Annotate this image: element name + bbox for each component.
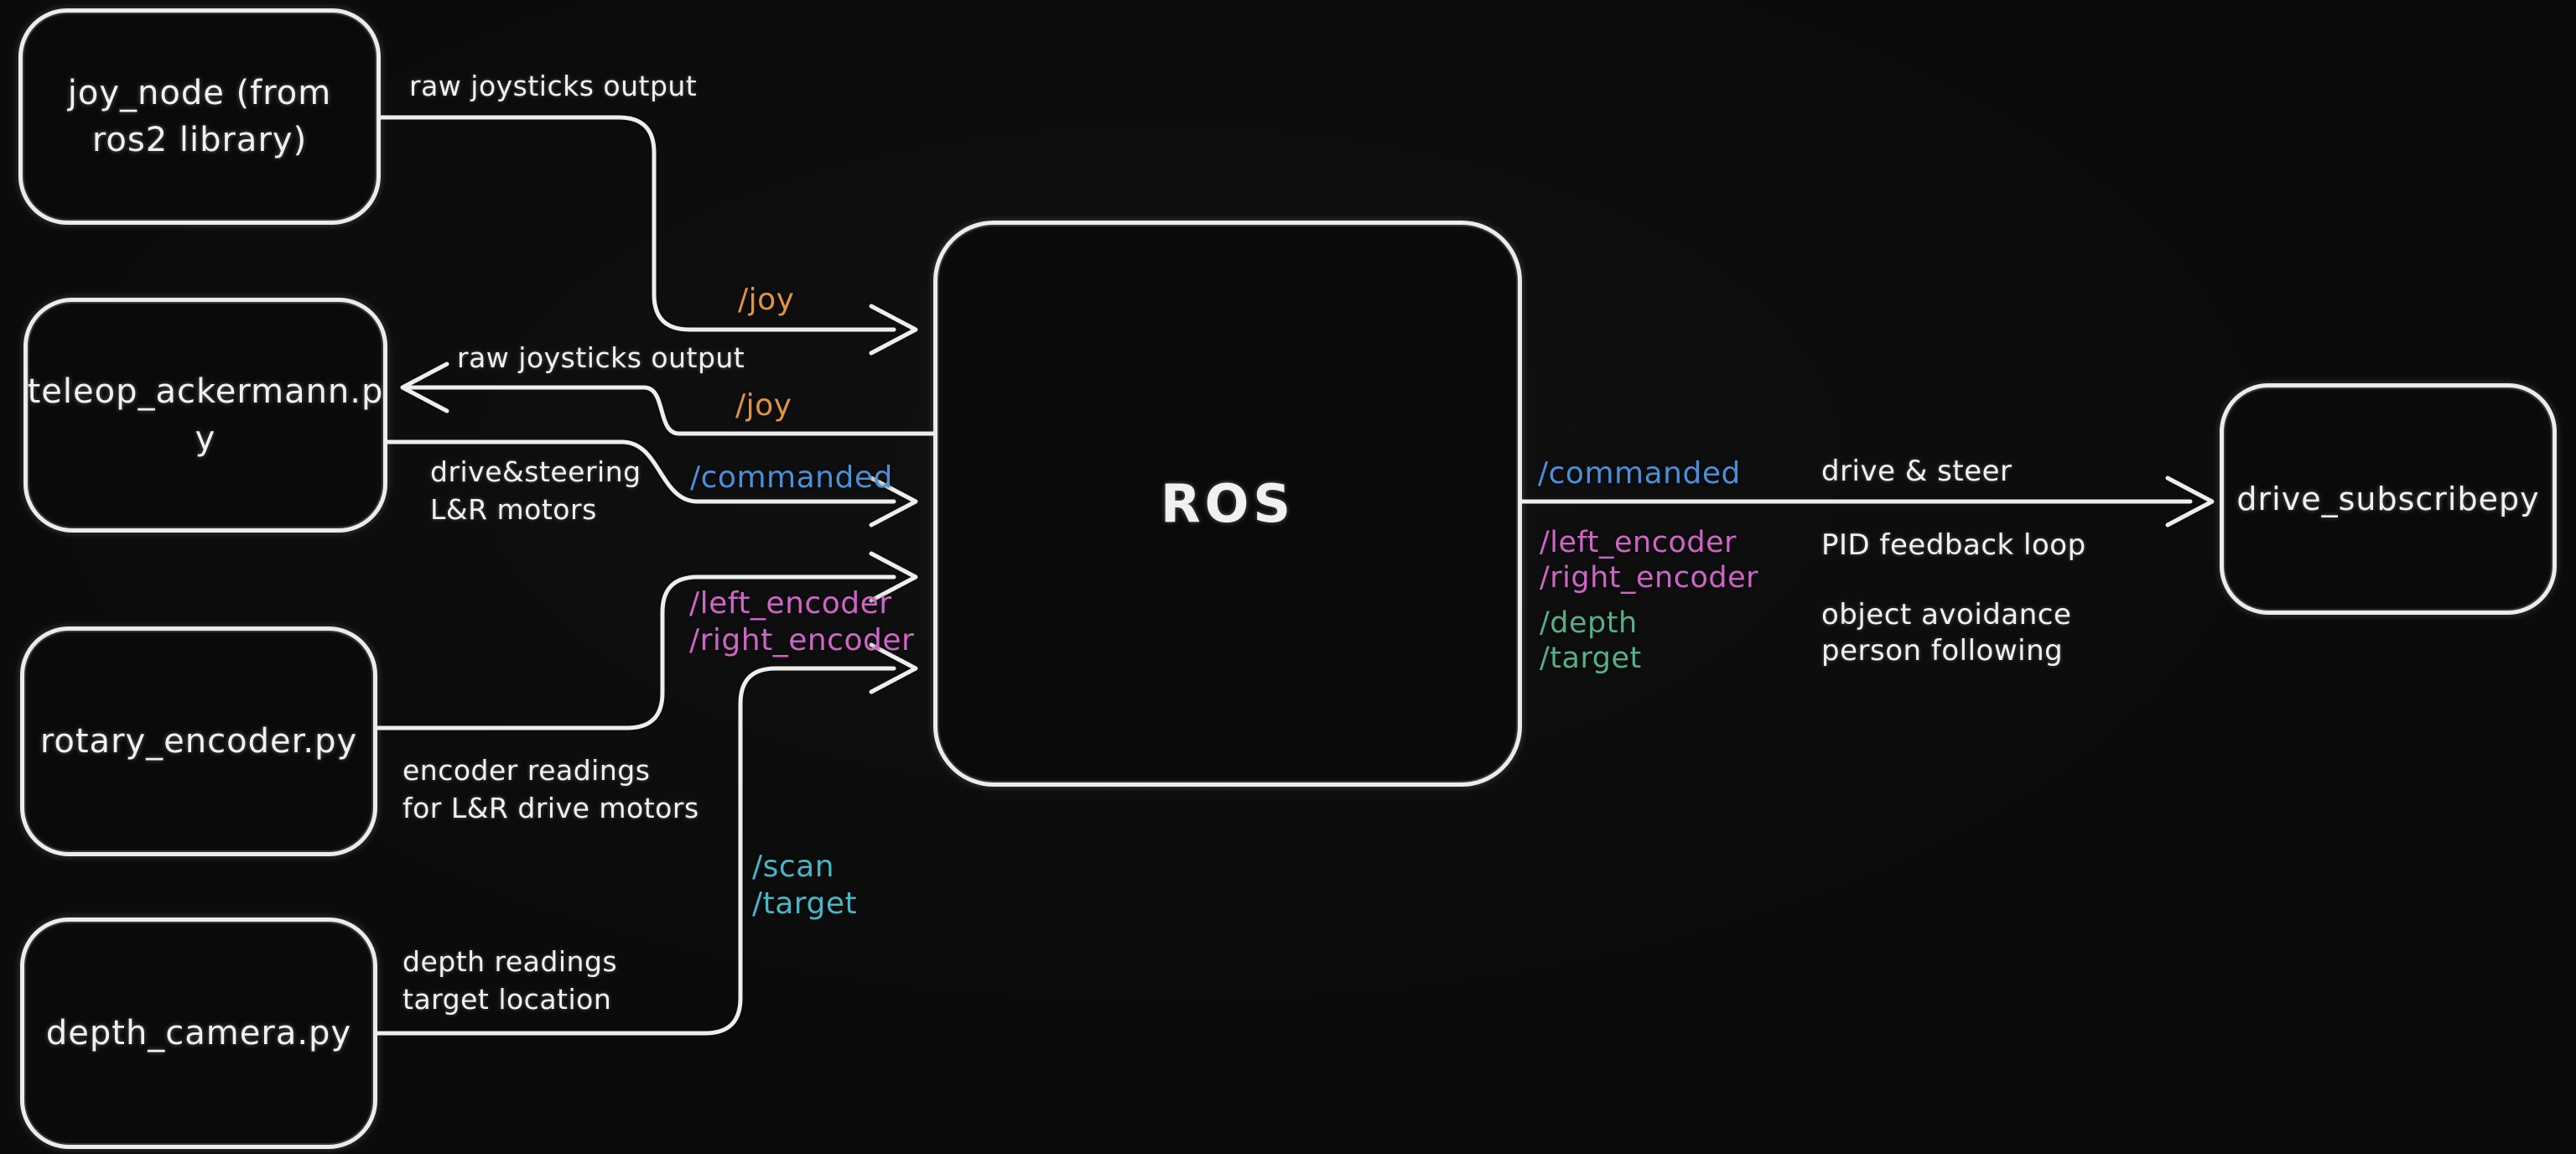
edge-label-target-location: target location — [402, 983, 612, 1016]
node-rotary-label: rotary_encoder.py — [39, 722, 358, 761]
edge-teleop-to-ros-arrowhead — [869, 476, 918, 528]
edge-ros-to-teleop-arrowhead — [400, 361, 449, 413]
edge-label-object-avoidance-line1: object avoidance — [1821, 598, 2072, 632]
edge-label-drive-steering: drive&steering — [430, 455, 641, 488]
topic-label-right-encoder: /right_encoder — [689, 623, 915, 658]
topic-label-joy-1: /joy — [738, 283, 795, 317]
edge-ros-to-teleop-path — [403, 385, 936, 436]
edge-label-encoder-readings-line2: for L&R drive motors — [402, 792, 699, 824]
edge-label-object-avoidance: object avoidance person following — [1821, 597, 2071, 669]
node-teleop-label: teleop_ackermann.p y — [28, 368, 384, 462]
topic-label-encoders-left: /left_encoder /right_encoder — [689, 585, 914, 659]
topic-label-target-right: /target — [1540, 642, 1642, 675]
topic-label-depth-target: /depth /target — [1540, 606, 1642, 676]
node-drive-subscriber-label: drive_subscribepy — [2236, 481, 2540, 517]
edge-label-drive-and-steer: drive & steer — [1821, 455, 2012, 488]
topic-label-depth: /depth — [1540, 606, 1638, 640]
topic-label-commanded-right: /commanded — [1538, 456, 1741, 491]
edge-label-encoder-readings-line1: encoder readings — [402, 754, 651, 787]
edge-ros-to-drive-arrowhead — [2165, 476, 2215, 528]
edge-label-raw-joysticks-output-mid: raw joysticks output — [457, 341, 745, 374]
topic-label-target-left: /target — [752, 886, 858, 921]
node-joy-node-label-line2: ros2 library) — [91, 121, 308, 159]
node-drive-subscriber: drive_subscribepy — [2220, 383, 2557, 615]
edge-label-person-following: person following — [1821, 634, 2064, 668]
topic-label-scan-target: /scan /target — [752, 849, 857, 923]
edge-joy-to-ros-arrowhead — [869, 304, 918, 356]
edge-joy-to-ros-path — [377, 115, 896, 332]
edge-label-raw-joysticks-output-top: raw joysticks output — [409, 70, 698, 102]
node-ros: ROS — [933, 221, 1522, 787]
edge-depth-to-ros-path — [375, 666, 896, 1036]
node-rotary-encoder: rotary_encoder.py — [20, 626, 377, 856]
node-joy-node-label-line1: joy_node (from — [67, 74, 332, 112]
topic-label-right-encoder-right: /right_encoder — [1540, 561, 1759, 595]
edge-label-encoder-readings: encoder readings for L&R drive motors — [402, 751, 699, 827]
topic-label-encoders-right: /left_encoder /right_encoder — [1540, 525, 1758, 595]
node-teleop-ackermann: teleop_ackermann.p y — [23, 298, 387, 533]
edge-label-depth-readings: depth readings target location — [402, 943, 617, 1018]
edge-label-drive-steering-motors: drive&steering L&R motors — [430, 453, 641, 528]
edge-rotary-to-ros-path — [375, 574, 896, 730]
node-ros-label: ROS — [1160, 472, 1296, 534]
node-teleop-label-line2: y — [195, 419, 216, 458]
node-depth-camera: depth_camera.py — [20, 917, 377, 1149]
edge-rotary-to-ros-arrowhead — [869, 551, 918, 603]
edge-teleop-to-ros-path — [385, 439, 896, 504]
node-joy-node-label: joy_node (from ros2 library) — [68, 70, 332, 164]
topic-label-left-encoder: /left_encoder — [689, 586, 892, 621]
topic-label-left-encoder-right: /left_encoder — [1540, 526, 1737, 559]
node-teleop-label-line1: teleop_ackermann.p — [27, 372, 384, 411]
topic-label-joy-2: /joy — [735, 388, 792, 423]
edge-label-pid-feedback-loop: PID feedback loop — [1821, 528, 2086, 562]
edge-label-lr-motors: L&R motors — [430, 493, 597, 526]
edge-label-depth-readings-line1: depth readings — [402, 945, 618, 978]
node-joy-node: joy_node (from ros2 library) — [18, 8, 381, 225]
topic-label-commanded-left: /commanded — [690, 460, 893, 495]
topic-label-scan: /scan — [752, 850, 835, 884]
node-depth-camera-label: depth_camera.py — [45, 1014, 352, 1053]
edge-depth-to-ros-arrowhead — [869, 642, 918, 694]
